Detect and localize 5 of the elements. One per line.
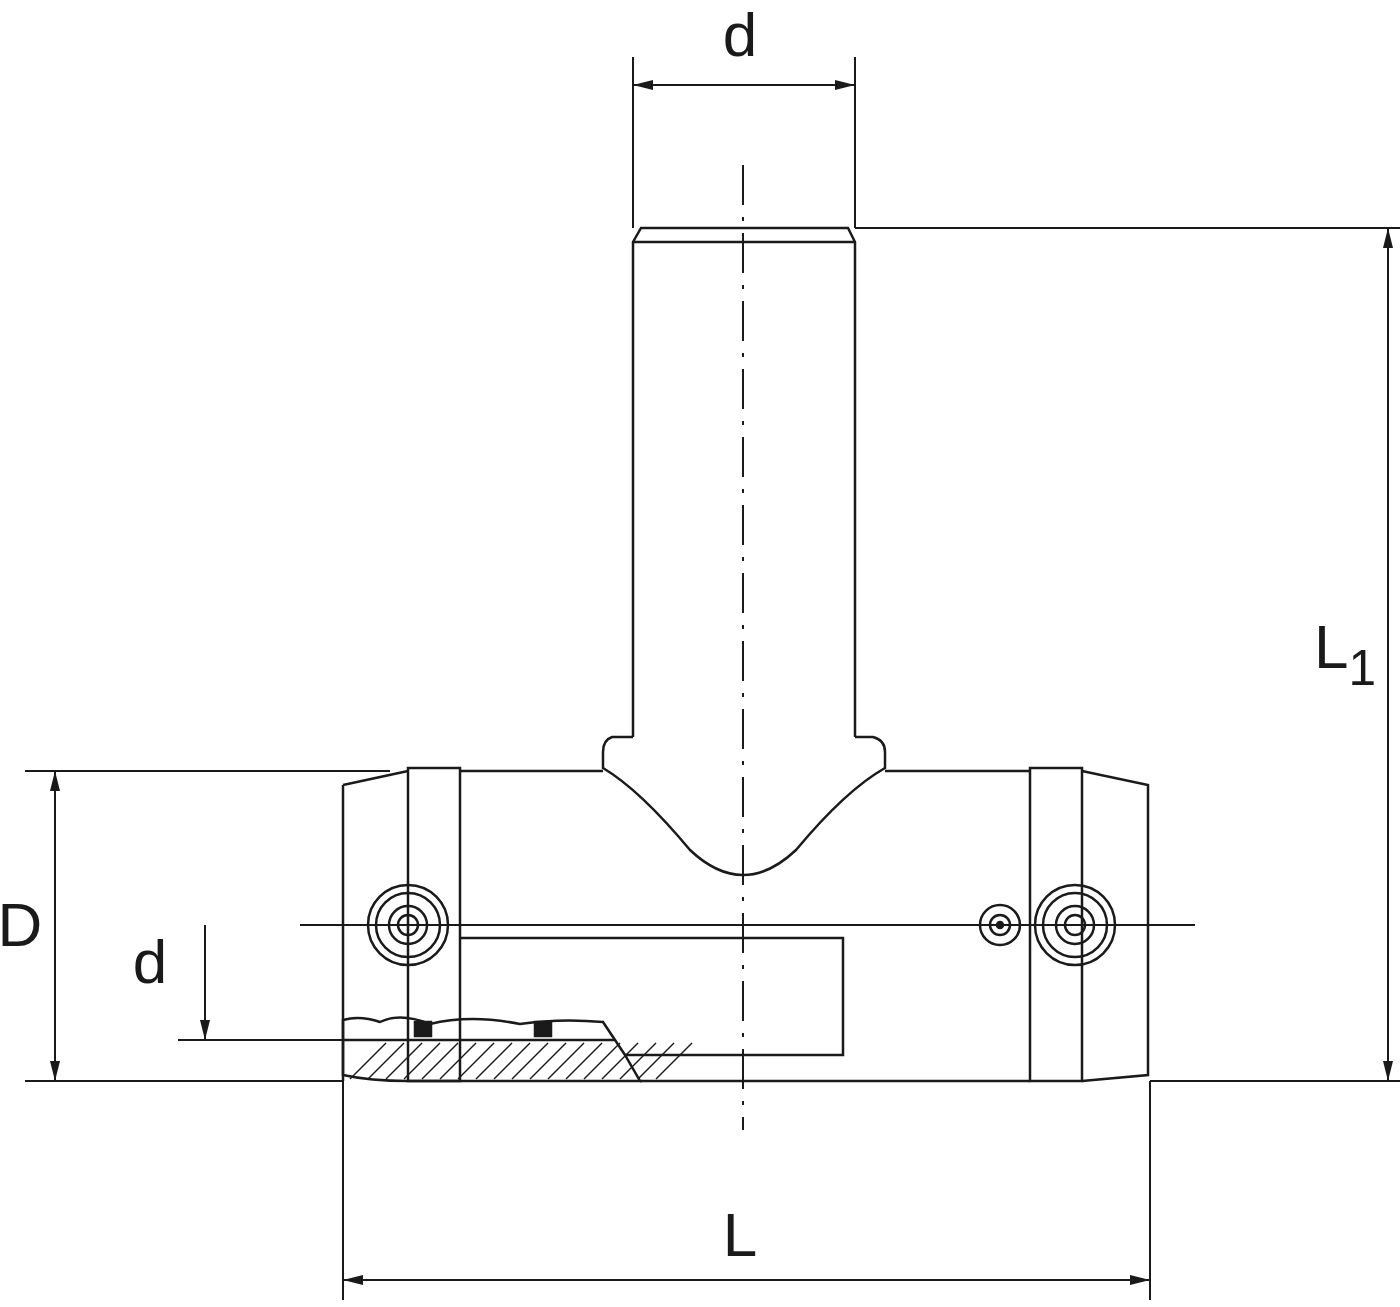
- dimension-label: D: [0, 894, 43, 956]
- dimension-label: L$_{1}$: [1313, 616, 1377, 694]
- dimension-label: d: [132, 931, 168, 993]
- dimension-label: L: [722, 1204, 758, 1266]
- dimension-label: d: [722, 4, 758, 66]
